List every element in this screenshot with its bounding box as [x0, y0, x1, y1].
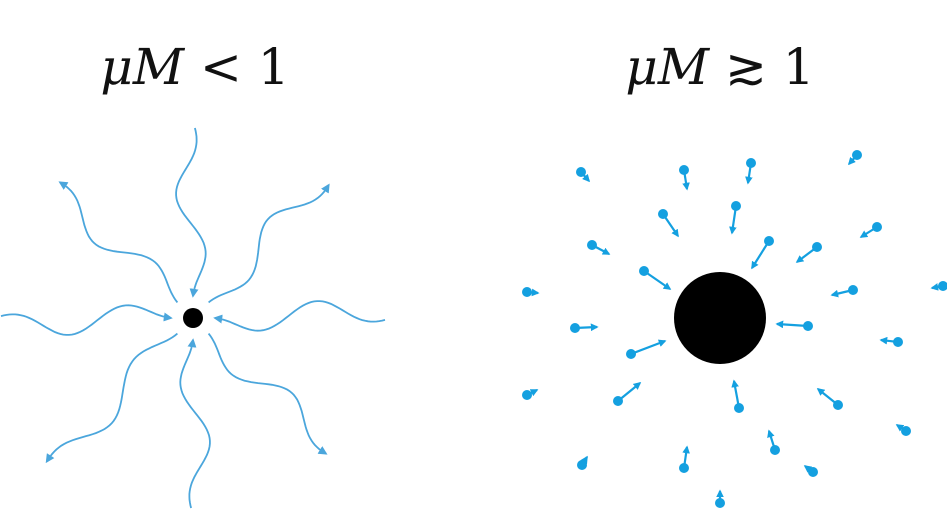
- particle-2: [679, 165, 690, 191]
- particle-dot: [848, 285, 858, 295]
- title-right-mu: μ: [625, 38, 658, 96]
- particle-dot: [679, 165, 689, 175]
- incoming-wave-3: [179, 338, 211, 509]
- particle-dot: [808, 467, 818, 477]
- particle-16: [775, 320, 813, 331]
- particle-5: [658, 209, 679, 238]
- particle-dot: [522, 287, 532, 297]
- particle-3: [745, 158, 756, 185]
- particle-arrow: [775, 320, 809, 329]
- particle-1: [576, 167, 591, 183]
- particle-11: [639, 266, 672, 290]
- right-panel-large-black-hole: [522, 150, 947, 508]
- particle-6: [729, 201, 741, 235]
- incoming-wave-1: [213, 300, 386, 332]
- particle-dot: [770, 445, 780, 455]
- title-right-M: M: [657, 38, 710, 96]
- particle-15: [570, 323, 599, 333]
- particle-dot: [715, 498, 725, 508]
- title-left-value: 1: [257, 38, 290, 96]
- particle-dot: [679, 463, 689, 473]
- particle-dot: [938, 281, 947, 291]
- particle-dot: [577, 460, 587, 470]
- particle-17: [626, 339, 667, 359]
- particle-dot: [587, 240, 597, 250]
- particle-dot: [746, 158, 756, 168]
- incoming-wave-7: [175, 127, 207, 298]
- particle-24: [767, 429, 780, 455]
- title-mu-m-less-than-1: μM < 1: [60, 38, 330, 108]
- title-right-relation: ≳: [709, 38, 783, 96]
- particle-7: [859, 222, 882, 238]
- particle-dot: [731, 201, 741, 211]
- particle-4: [847, 150, 862, 166]
- particle-arrow: [630, 339, 667, 356]
- particle-dot: [901, 426, 911, 436]
- particle-dot: [764, 236, 774, 246]
- particle-10: [795, 242, 822, 263]
- title-left-relation: <: [184, 38, 258, 96]
- particle-dot: [872, 222, 882, 232]
- large-black-hole: [674, 272, 766, 364]
- particle-18: [879, 336, 903, 347]
- particle-23: [895, 424, 911, 436]
- particle-19: [522, 389, 539, 400]
- particle-dot: [893, 337, 903, 347]
- particle-dot: [576, 167, 586, 177]
- particle-22: [816, 388, 843, 410]
- left-panel-small-black-hole: [0, 127, 386, 509]
- particle-28: [715, 489, 725, 508]
- particle-arrow: [643, 270, 672, 290]
- particle-dot: [626, 349, 636, 359]
- particle-25: [577, 455, 588, 470]
- particle-20: [613, 382, 642, 406]
- particle-21: [731, 379, 744, 413]
- particle-dot: [639, 266, 649, 276]
- particle-dot: [734, 403, 744, 413]
- particle-dot: [812, 242, 822, 252]
- particle-dot: [852, 150, 862, 160]
- outgoing-wave-2: [207, 333, 328, 455]
- particle-27: [803, 465, 818, 477]
- particle-8: [587, 240, 611, 255]
- particle-dot: [833, 400, 843, 410]
- title-left-mu: μ: [100, 38, 133, 96]
- title-left-M: M: [132, 38, 185, 96]
- title-right-value: 1: [782, 38, 815, 96]
- particle-dot: [522, 390, 532, 400]
- particle-13: [522, 287, 540, 297]
- particle-26: [679, 445, 690, 473]
- outgoing-wave-6: [58, 181, 179, 303]
- title-mu-m-gtrsim-1: μM ≳ 1: [585, 38, 855, 108]
- outgoing-wave-4: [45, 332, 178, 464]
- particle-dot: [570, 323, 580, 333]
- particle-arrow: [751, 240, 770, 270]
- outgoing-wave-8: [208, 183, 330, 304]
- particle-dot: [658, 209, 668, 219]
- particle-dot: [803, 321, 813, 331]
- particle-9: [751, 236, 774, 270]
- small-black-hole: [183, 308, 203, 328]
- incoming-wave-5: [0, 304, 173, 336]
- particle-dot: [613, 396, 623, 406]
- particle-12: [830, 285, 858, 298]
- particle-14: [930, 281, 947, 291]
